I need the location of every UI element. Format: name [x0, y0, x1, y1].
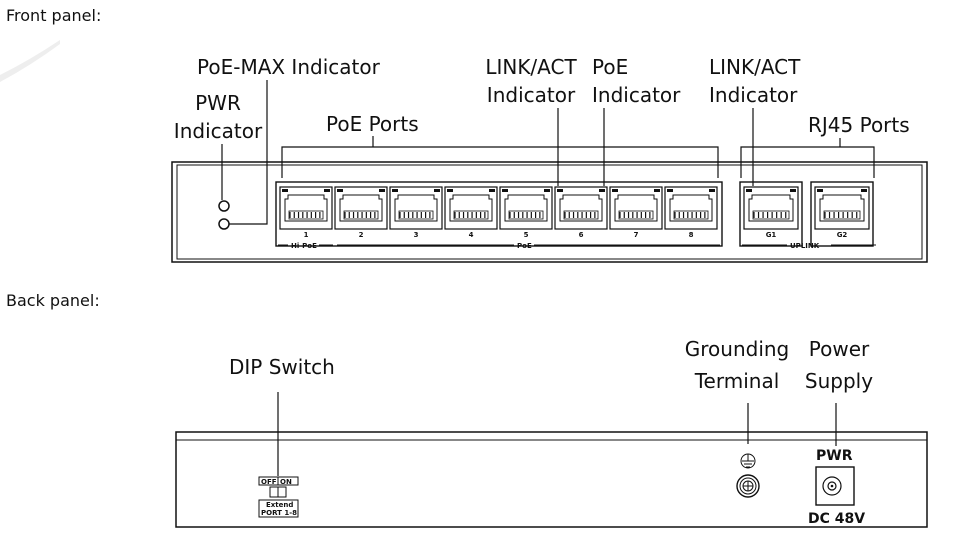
poe-led-icon [790, 189, 796, 192]
link-act-led-icon [667, 189, 673, 192]
poe-indicator-label: PoE Indicator [592, 53, 680, 109]
port-number-label: 7 [634, 231, 639, 239]
rj45-ports-label: RJ45 Ports [808, 113, 910, 137]
poe-led-icon [861, 189, 867, 192]
link-act-led-icon [502, 189, 508, 192]
link-act-led-icon [447, 189, 453, 192]
dip-switch[interactable]: OFF ON Extend PORT 1-8 [258, 476, 299, 518]
pwr-indicator-label-line2: Indicator [173, 119, 263, 143]
pwr-led-icon [218, 200, 230, 212]
back-leader-lines [277, 392, 837, 476]
dip-off-label: OFF [261, 478, 277, 486]
poe-group-labels: Hi-PoE PoE [278, 242, 720, 250]
poe-ports-label: PoE Ports [326, 112, 419, 136]
poe-indicator-label-line2: Indicator [592, 83, 681, 107]
port-number-label: 4 [469, 231, 474, 239]
dip-on-label: ON [280, 478, 292, 486]
link-act-led-icon [746, 189, 752, 192]
uplink-link-act-indicator-label: LINK/ACT Indicator [709, 53, 800, 109]
back-panel-chassis [175, 431, 928, 528]
port-number-label: 6 [579, 231, 584, 239]
link-act-led-icon [392, 189, 398, 192]
rj45-port-icon[interactable]: 5 [499, 186, 553, 239]
link-act-led-icon [337, 189, 343, 192]
grounding-terminal-label: Grounding Terminal [683, 333, 791, 397]
poe-led-icon [599, 189, 605, 192]
rj45-port-icon[interactable]: G2 [814, 186, 870, 239]
rj45-port-icon[interactable]: 4 [444, 186, 498, 239]
rj45-port-icon[interactable]: 8 [664, 186, 718, 239]
port-number-label: G2 [837, 231, 848, 239]
link-act-led-icon [282, 189, 288, 192]
uplink-label: UPLINK [790, 242, 820, 250]
power-supply-label-line1: Power [808, 337, 870, 361]
poe-max-led-icon [218, 218, 230, 230]
link-act-led-icon [612, 189, 618, 192]
dip-switch-label: DIP Switch [229, 355, 335, 379]
front-panel-heading: Front panel: [6, 6, 102, 25]
watermark-shape [0, 40, 60, 82]
rj45-port-icon[interactable]: 2 [334, 186, 388, 239]
uplink-port-group: G1 G2 [739, 181, 874, 247]
link-act-indicator-label: LINK/ACT Indicator [482, 53, 580, 109]
port-number-label: G1 [766, 231, 777, 239]
port-number-label: 1 [304, 231, 309, 239]
grounding-terminal-label-line2: Terminal [694, 369, 780, 393]
rj45-port-icon[interactable]: 3 [389, 186, 443, 239]
rj45-port-icon[interactable]: 6 [554, 186, 608, 239]
poe-port-group: 1 2 3 4 5 6 7 8 [279, 186, 718, 239]
port-number-label: 8 [689, 231, 694, 239]
port-number-label: 2 [359, 231, 364, 239]
uplink-group-label: UPLINK [742, 242, 876, 250]
link-act-indicator-label-line2: Indicator [486, 83, 576, 107]
poe-led-icon [434, 189, 440, 192]
dip-extend-label: Extend [266, 501, 293, 509]
grounding-terminal[interactable] [736, 474, 760, 498]
front-brackets [281, 146, 875, 178]
dip-port-label: PORT 1-8 [261, 509, 297, 517]
uplink-link-act-indicator-label-line2: Indicator [709, 83, 798, 107]
power-connector[interactable]: PWR DC 48V [808, 448, 865, 527]
ground-icon [740, 453, 756, 469]
rj45-port-icon[interactable]: 1 [279, 186, 333, 239]
poe-led-icon [544, 189, 550, 192]
power-supply-label: Power Supply [804, 333, 874, 397]
rj45-port-icon[interactable]: 7 [609, 186, 663, 239]
front-panel-chassis [171, 161, 928, 263]
pwr-label: PWR [816, 448, 853, 464]
hi-poe-label: Hi-PoE [291, 242, 317, 250]
dc-voltage-label: DC 48V [808, 511, 865, 527]
port-number-label: 3 [414, 231, 419, 239]
uplink-link-act-indicator-label-line1: LINK/ACT [709, 55, 801, 79]
poe-port-block [275, 181, 723, 247]
link-act-led-icon [557, 189, 563, 192]
power-supply-label-line2: Supply [804, 369, 874, 393]
poe-indicator-label-line1: PoE [592, 55, 629, 79]
back-panel-heading: Back panel: [6, 291, 100, 310]
poe-led-icon [709, 189, 715, 192]
poe-led-icon [489, 189, 495, 192]
poe-group-label: PoE [517, 242, 532, 250]
poe-led-icon [654, 189, 660, 192]
link-act-indicator-label-line1: LINK/ACT [485, 55, 577, 79]
poe-led-icon [379, 189, 385, 192]
pwr-indicator-label: PWR Indicator [172, 89, 264, 145]
link-act-led-icon [817, 189, 823, 192]
pwr-indicator-label-line1: PWR [195, 91, 241, 115]
grounding-terminal-label-line1: Grounding [684, 337, 790, 361]
poe-led-icon [324, 189, 330, 192]
port-number-label: 5 [524, 231, 529, 239]
poe-max-indicator-label: PoE-MAX Indicator [197, 55, 380, 79]
rj45-port-icon[interactable]: G1 [743, 186, 799, 239]
